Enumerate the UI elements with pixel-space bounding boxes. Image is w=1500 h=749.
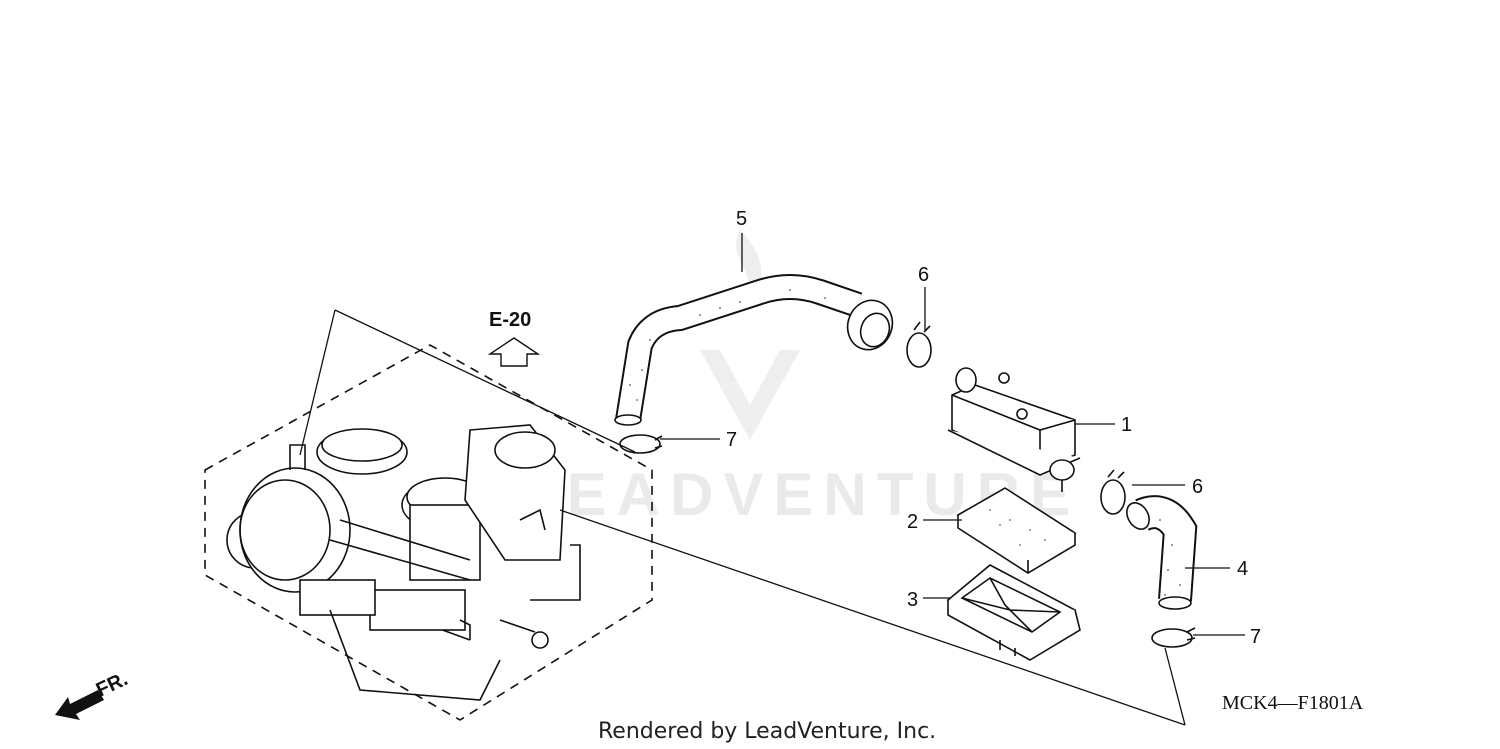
assembly-dashed-box — [204, 344, 653, 721]
leader-lines — [299, 309, 1186, 726]
diagram-code: MCK4—F1801A — [1222, 692, 1364, 714]
callout-6-lower: 6 — [1192, 476, 1203, 498]
part-1-case — [947, 367, 1081, 492]
up-arrow-icon — [487, 337, 541, 367]
callout-5: 5 — [736, 208, 747, 230]
callout-6-upper: 6 — [918, 264, 929, 286]
watermark-logo-icon — [700, 230, 800, 440]
part-6-clamp-lower — [1100, 469, 1126, 515]
callout-2: 2 — [907, 511, 918, 533]
callout-lines — [660, 233, 1245, 636]
callout-7-lower: 7 — [1250, 626, 1261, 648]
callout-3: 3 — [907, 589, 918, 611]
throttle-body-assembly — [204, 344, 653, 721]
part-3-housing — [946, 564, 1081, 661]
reference-label: E-20 — [489, 309, 531, 331]
callout-1: 1 — [1121, 414, 1132, 436]
part-4-hose — [1126, 495, 1198, 610]
part-2-filter — [956, 487, 1077, 574]
callout-4: 4 — [1237, 558, 1248, 580]
footer-credit: Rendered by LeadVenture, Inc. — [598, 719, 936, 744]
part-5-hose — [614, 274, 894, 426]
callout-7-upper: 7 — [726, 429, 737, 451]
part-7-clamp-lower — [1151, 627, 1196, 648]
front-direction: FR. — [55, 668, 131, 720]
front-arrow-icon — [55, 690, 104, 720]
part-7-clamp-upper — [619, 434, 663, 454]
part-6-clamp-upper — [906, 321, 932, 368]
